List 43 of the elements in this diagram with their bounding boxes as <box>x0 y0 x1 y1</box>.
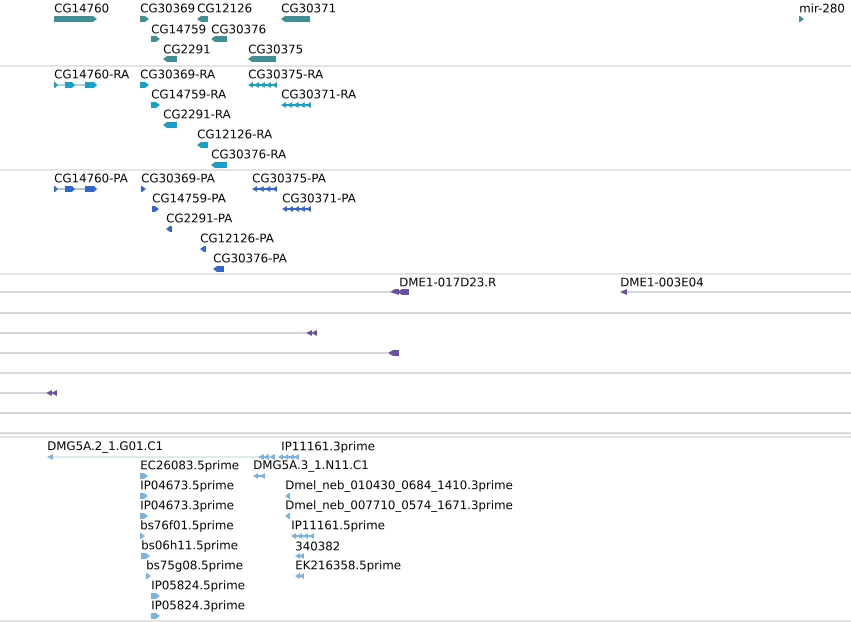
feature-label: CG30371-RA <box>282 90 356 98</box>
feature-label: IP11161.3prime <box>282 441 374 453</box>
feature-label: DME1-017D23.R <box>400 278 496 286</box>
feature-label: bs76f01.5prime <box>141 520 234 532</box>
feature-label: CG30375 <box>248 44 302 54</box>
feature-label: CG14759 <box>152 24 206 34</box>
feature-label: bs06h11.5prime <box>142 540 238 552</box>
feature-label: CG12126 <box>198 4 252 12</box>
feature-label: CG14760-PA <box>54 174 128 182</box>
feature-label: 340382 <box>296 542 340 550</box>
feature-label: CG30375-PA <box>252 174 326 182</box>
feature-label: CG30369 <box>140 4 194 12</box>
feature-label: Dmel_neb_007710_0574_1671.3prime <box>286 500 512 512</box>
feature-label: IP04673.5prime <box>141 480 234 492</box>
feature-label: DMG5A.2_1.G01.C1 <box>48 441 162 453</box>
feature-label: CG30376-PA <box>214 254 287 262</box>
feature-label: CG14760 <box>54 4 108 12</box>
feature-label: CG14759-PA <box>152 194 226 202</box>
feature-label: CG30369-RA <box>140 70 216 78</box>
feature-label: CG30371 <box>282 4 336 12</box>
feature-label: CG2291 <box>164 44 210 54</box>
feature-label: IP04673.3prime <box>141 500 234 512</box>
feature-label: mir-280 <box>800 3 844 13</box>
feature-label: IP05824.5prime <box>152 580 244 592</box>
feature-label: DME1-003E04 <box>621 278 704 286</box>
feature-label: DMG5A.3_1.N11.C1 <box>254 460 368 472</box>
feature-label: CG14760-RA <box>54 70 130 78</box>
feature-label: IP05824.3prime <box>152 600 244 612</box>
feature-label: CG2291-RA <box>164 110 231 118</box>
feature-label: EK216358.5prime <box>296 560 400 572</box>
feature-label: CG30369-PA <box>142 174 215 182</box>
feature-label: CG30375-RA <box>248 70 324 78</box>
feature-label: CG12126-PA <box>200 234 274 242</box>
feature-label: CG30371-PA <box>282 194 356 202</box>
feature-label: CG30376 <box>212 24 266 34</box>
feature-label: CG2291-PA <box>166 214 232 222</box>
feature-label: EC26083.5prime <box>141 460 238 472</box>
feature-label: CG12126-RA <box>198 130 272 138</box>
feature-label: CG14759-RA <box>152 90 226 98</box>
feature-label: Dmel_neb_010430_0684_1410.3prime <box>286 480 512 492</box>
feature-label: bs75g08.5prime <box>147 560 242 572</box>
feature-label: CG30376-RA <box>212 150 286 158</box>
feature-label: IP11161.5prime <box>292 520 384 532</box>
